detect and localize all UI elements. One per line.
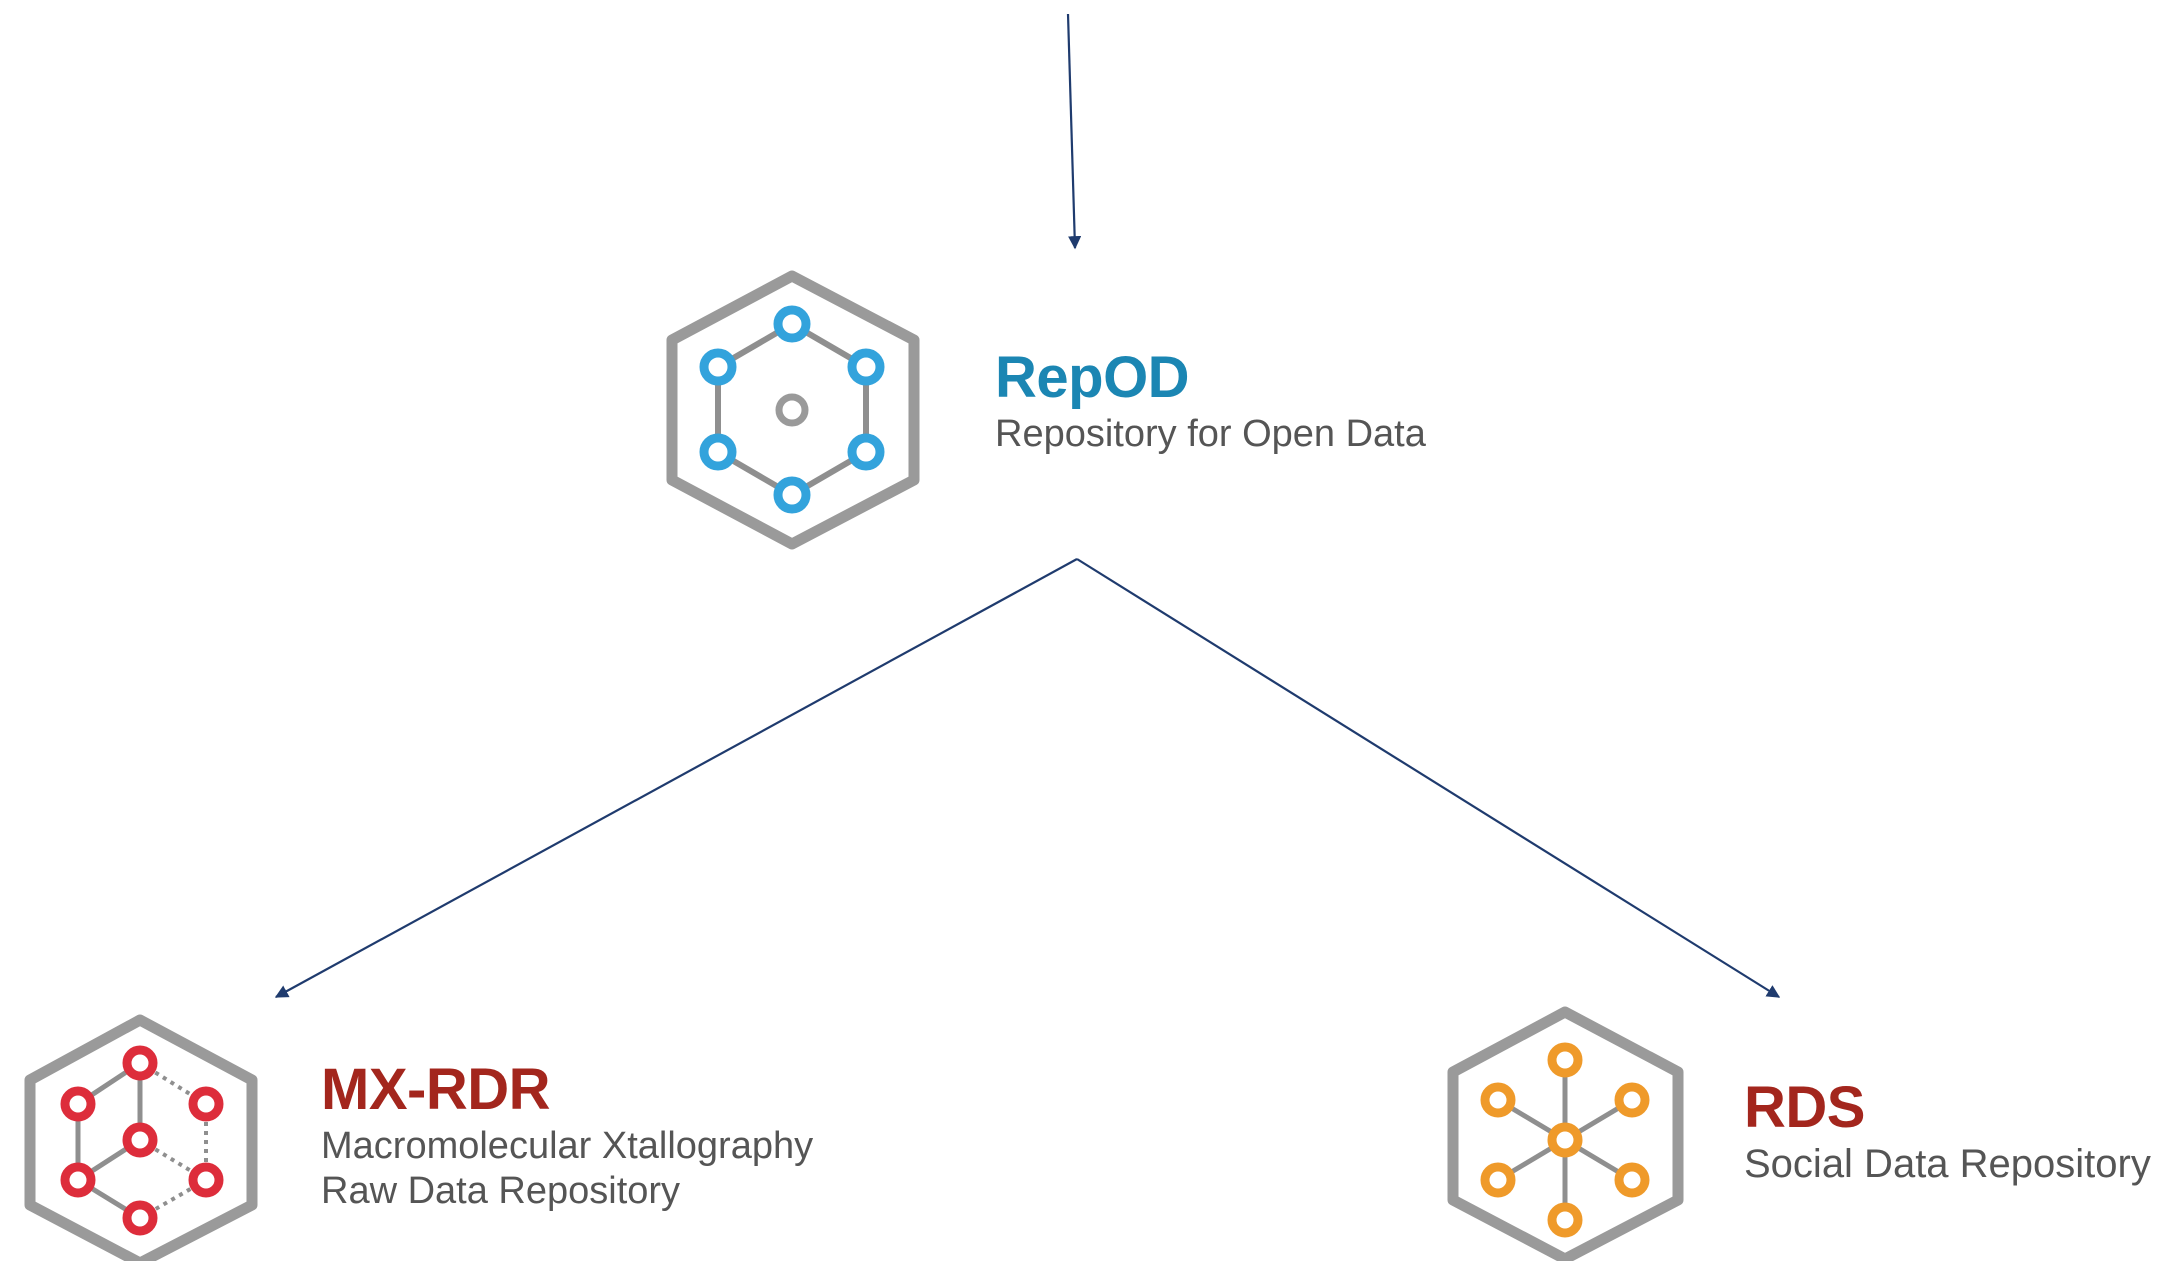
- repod-subtitle: Repository for Open Data: [995, 413, 1426, 455]
- mxrdr-hexagon-icon: [24, 1014, 258, 1261]
- mxrdr-title: MX-RDR: [321, 1057, 550, 1122]
- mxrdr-subtitle-line-2: Raw Data Repository: [321, 1170, 681, 1212]
- arrow-into-repod: [1066, 13, 1082, 250]
- arrow-repod-to-rds: [1076, 558, 1781, 998]
- rds-hexagon-icon: [1447, 1006, 1684, 1261]
- rds-subtitle: Social Data Repository: [1744, 1142, 2151, 1186]
- mxrdr-label: MX-RDR Macromolecular Xtallography Raw D…: [321, 1058, 813, 1214]
- repod-hexagon-icon: [666, 270, 920, 550]
- repod-label: RepOD Repository for Open Data: [995, 346, 1426, 457]
- mxrdr-subtitle-line-1: Macromolecular Xtallography: [321, 1125, 814, 1167]
- repod-title: RepOD: [995, 345, 1190, 410]
- rds-title: RDS: [1744, 1075, 1865, 1140]
- rds-label: RDS Social Data Repository: [1744, 1076, 2151, 1187]
- arrow-repod-to-mxrdr: [274, 558, 1078, 998]
